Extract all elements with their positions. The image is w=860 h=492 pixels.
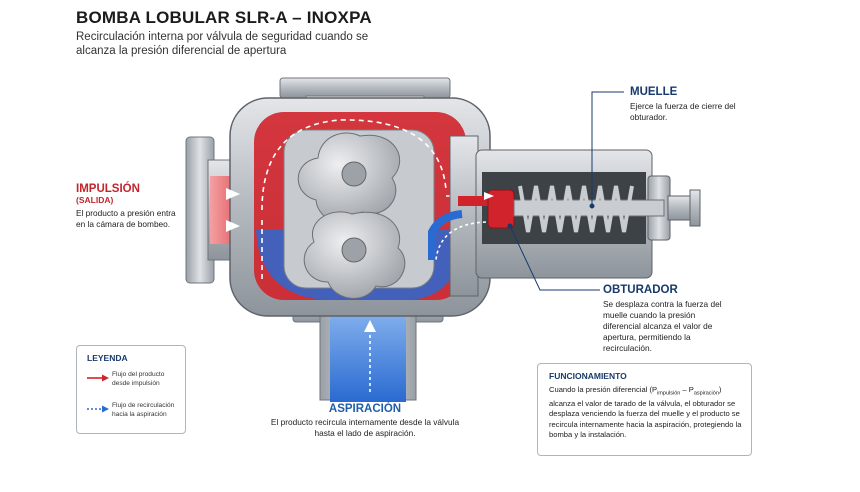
- callout-aspiracion: ASPIRACIÓN El producto recircula interna…: [260, 403, 470, 439]
- arrowheads: [364, 192, 494, 332]
- funcionamiento-text-part: Cuando la presión diferencial (P: [549, 385, 658, 394]
- callout-obturador-title: OBTURADOR: [603, 284, 678, 296]
- legend-title: LEYENDA: [87, 353, 128, 363]
- leader-lines: [507, 91, 624, 291]
- inlet-arrows: [226, 188, 240, 232]
- legend-item-label: Flujo de recirculación hacia la aspiraci…: [112, 402, 175, 418]
- callout-impulsion: IMPULSIÓN (SALIDA) El producto a presión…: [76, 183, 186, 230]
- funcionamiento-box: FUNCIONAMIENTO Cuando la presión diferen…: [537, 363, 752, 456]
- legend-item-pressure-flow: Flujo del producto desde impulsión: [87, 370, 183, 392]
- funcionamiento-text: Cuando la presión diferencial (Pimpulsió…: [549, 385, 747, 441]
- callout-aspiracion-text: El producto recircula internamente desde…: [270, 417, 460, 438]
- callout-obturador: OBTURADOR Se desplaza contra la fuerza d…: [603, 284, 728, 354]
- funcionamiento-title: FUNCIONAMIENTO: [549, 371, 627, 381]
- valve-spring: [518, 185, 634, 233]
- callout-aspiracion-title: ASPIRACIÓN: [328, 403, 402, 415]
- callout-muelle-title: MUELLE: [630, 86, 678, 98]
- legend-box: LEYENDA Flujo del producto desde impulsi…: [76, 345, 186, 434]
- callout-muelle-text: Ejerce la fuerza de cierre del obturador…: [630, 101, 736, 122]
- legend-item-label: Flujo del producto desde impulsión: [112, 371, 165, 387]
- callout-muelle: MUELLE Ejerce la fuerza de cierre del ob…: [630, 86, 760, 123]
- callout-impulsion-text: El producto a presión entra en la cámara…: [76, 208, 176, 229]
- lower-rotor-lobe: [303, 211, 406, 299]
- recirculation-flow-arrows: [369, 221, 487, 392]
- solid-red-arrow-icon: [87, 374, 109, 382]
- callout-impulsion-subtitle: (SALIDA): [76, 195, 114, 205]
- callout-obturador-text: Se desplaza contra la fuerza del muelle …: [603, 299, 722, 353]
- page-title: BOMBA LOBULAR SLR-A – INOXPA: [76, 8, 372, 27]
- subscript-aspiracion: aspiración: [693, 390, 719, 397]
- funcionamiento-text-part: ) alcanza el valor de tarado de la válvu…: [549, 385, 742, 440]
- callout-impulsion-title: IMPULSIÓN: [76, 183, 140, 195]
- subscript-impulsion: impulsión: [657, 390, 681, 397]
- upper-rotor-lobe: [297, 132, 401, 224]
- funcionamiento-text-part: – P: [680, 385, 694, 394]
- page-subtitle: Recirculación interna por válvula de seg…: [76, 31, 369, 57]
- dotted-blue-arrow-icon: [87, 405, 109, 413]
- legend-item-recirculation-flow: Flujo de recirculación hacia la aspiraci…: [87, 401, 183, 423]
